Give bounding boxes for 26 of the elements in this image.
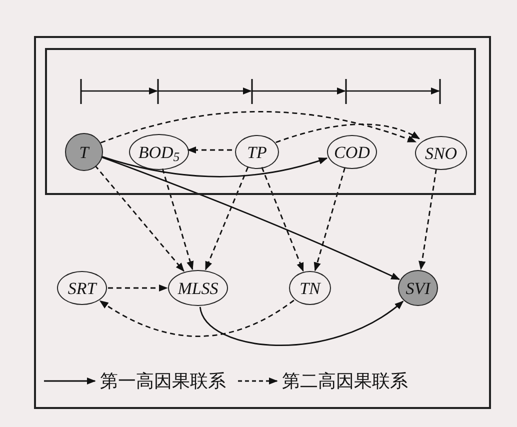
ellipse-node: BOD$_{5}$	[129, 134, 189, 170]
ellipse-node: TP	[235, 135, 279, 169]
ellipse-node: COD	[327, 135, 377, 169]
arrow	[162, 168, 194, 270]
group-frame	[45, 48, 476, 195]
ellipse-node: SRT	[57, 271, 107, 305]
arrow	[100, 156, 400, 280]
legend-text: 第二高因果联系	[282, 372, 408, 390]
shaded-ellipse-node: SVI	[398, 270, 438, 306]
ellipse-node: MLSS	[168, 270, 228, 306]
shaded-ellipse-node: T	[65, 133, 103, 171]
arrow	[187, 146, 232, 154]
ellipse-node: SNO	[415, 136, 467, 170]
arrow	[204, 166, 249, 270]
arrow	[100, 156, 328, 178]
arrow	[99, 300, 294, 337]
arrow	[418, 168, 437, 270]
arrow	[261, 166, 304, 272]
arrow	[108, 284, 168, 292]
legend-text: 第一高因果联系	[100, 372, 226, 390]
arrow	[276, 124, 420, 144]
arrow	[100, 111, 417, 144]
arrow	[199, 300, 404, 346]
arrow	[314, 167, 346, 272]
ellipse-node: TN	[289, 271, 331, 305]
arrow	[94, 164, 184, 272]
